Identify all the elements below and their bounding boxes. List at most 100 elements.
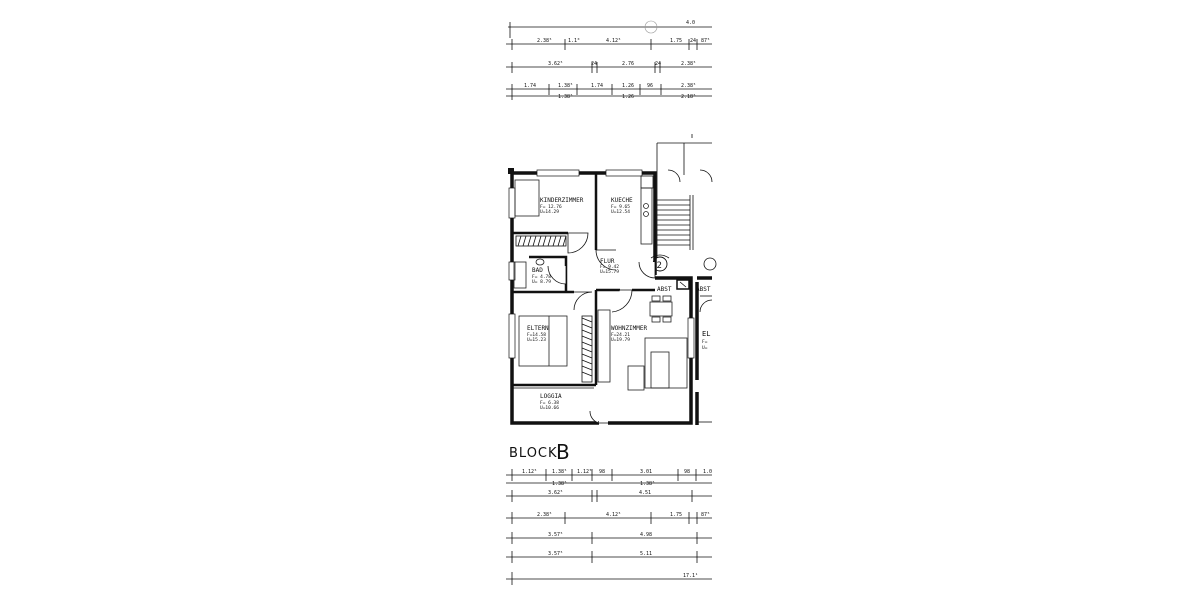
dim-label: 1.38⁵ bbox=[552, 481, 567, 487]
window bbox=[536, 169, 580, 177]
stair-treads bbox=[657, 195, 694, 250]
wardrobe-hatch bbox=[517, 235, 567, 247]
room-name: LOGGIA bbox=[540, 393, 562, 400]
neighbor-room-area: U= bbox=[702, 345, 708, 351]
stair-number: 2 bbox=[657, 261, 662, 271]
door-swing bbox=[699, 169, 713, 183]
wardrobe bbox=[581, 315, 593, 383]
chair bbox=[651, 295, 661, 302]
dim-label: 2.38⁵ bbox=[537, 38, 552, 44]
dim-label: 5.11 bbox=[640, 551, 652, 557]
room-area-u: U= 8.79 bbox=[532, 279, 551, 285]
block-letter: B bbox=[556, 440, 570, 464]
apartment-walls bbox=[508, 168, 695, 425]
room-kinderzimmer: KINDERZIMMER F= 12.76 U=14.29 bbox=[540, 197, 584, 215]
room-area-f: F= 9.65 bbox=[611, 204, 630, 210]
wall-corner bbox=[508, 168, 514, 174]
bathtub bbox=[513, 261, 527, 289]
room-wohnzimmer: WOHNZIMMER F=24.21 U=19.79 bbox=[611, 325, 648, 343]
dim-label: 1.12⁵ bbox=[577, 469, 592, 475]
dim-label: 4.12⁵ bbox=[606, 38, 621, 44]
room-area-u: U=15.23 bbox=[527, 337, 546, 343]
dim-label: 1.75 bbox=[670, 512, 682, 518]
room-area-u: U=14.29 bbox=[540, 209, 559, 215]
room-name: FLUR bbox=[600, 258, 615, 265]
dim-label: 1.26 bbox=[622, 94, 634, 100]
dining-table bbox=[649, 301, 673, 317]
door-swing bbox=[667, 169, 681, 183]
window bbox=[687, 317, 695, 359]
room-area-f: F= 9.42 bbox=[600, 264, 619, 270]
exterior-wall bbox=[512, 171, 657, 275]
block-label: BLOCK bbox=[509, 446, 558, 461]
dim-label: 3.62⁵ bbox=[548, 490, 563, 496]
chair bbox=[662, 295, 672, 302]
abst-label-right: ABST bbox=[696, 286, 711, 293]
room-area-u: U=12.54 bbox=[611, 209, 630, 215]
room-area-f: F= 12.76 bbox=[540, 204, 562, 210]
wardrobe-kinderzimmer bbox=[515, 235, 567, 247]
dim-label: 3.57⁵ bbox=[548, 532, 563, 538]
kitchen-cabinet bbox=[640, 175, 654, 189]
dim-label: 1.74 bbox=[591, 83, 603, 89]
wardrobe-hatch bbox=[581, 317, 593, 377]
room-labels: KINDERZIMMER F= 12.76 U=14.29 KUECHE F= … bbox=[527, 197, 711, 411]
window bbox=[508, 187, 516, 219]
neighbor-stair-circle bbox=[703, 257, 717, 271]
dim-label: 1.26 bbox=[622, 83, 634, 89]
block-title: BLOCK B bbox=[509, 440, 570, 464]
dim-label: 2.76 bbox=[622, 61, 634, 67]
chair bbox=[662, 316, 672, 323]
stair-outline bbox=[656, 143, 685, 258]
dim-label: 98 bbox=[599, 469, 605, 475]
dim-label: 1.38⁵ bbox=[640, 481, 655, 487]
furniture bbox=[513, 179, 688, 391]
wardrobe-eltern bbox=[581, 315, 593, 383]
dim-label: 24 bbox=[690, 38, 696, 44]
dim-label: 24 bbox=[655, 61, 661, 67]
coffee-table bbox=[650, 351, 670, 389]
stove-burner bbox=[643, 211, 649, 217]
dim-label: 87⁵ bbox=[701, 38, 710, 44]
exterior-wall bbox=[510, 173, 599, 425]
dim-label: 4.12⁵ bbox=[606, 512, 621, 518]
dim-label: 2.18⁵ bbox=[681, 94, 696, 100]
door-wohnzimmer bbox=[611, 289, 633, 313]
door-swing bbox=[699, 299, 713, 313]
kitchen-counter bbox=[640, 187, 653, 245]
neighbor-apartment-partial: EL F= U= bbox=[695, 276, 713, 425]
door-kueche bbox=[595, 249, 617, 271]
window bbox=[508, 313, 516, 359]
dim-label: 17.1¹ bbox=[683, 573, 698, 579]
room-name: KUECHE bbox=[611, 197, 633, 204]
dim-label: 1.0 bbox=[703, 469, 712, 475]
dim-label: 96 bbox=[647, 83, 653, 89]
top-dimension-chains: 4.0 2.38⁵ 1.1⁰ 4.12⁵ 1.75 24 87⁵ 3.62⁵ 2… bbox=[506, 20, 712, 100]
door-kinderzimmer bbox=[567, 232, 589, 254]
dim-label: 4.51 bbox=[639, 490, 651, 496]
door-eltern bbox=[573, 291, 593, 311]
room-area-u: U=10.66 bbox=[540, 405, 559, 411]
dim-label: 2.38⁵ bbox=[537, 512, 552, 518]
room-area-u: U=15.79 bbox=[600, 269, 619, 275]
meter-box-mark bbox=[679, 281, 687, 288]
room-loggia: LOGGIA F= 6.38 U=10.66 bbox=[540, 393, 562, 411]
room-eltern: ELTERN F=14.58 U=15.23 bbox=[527, 325, 549, 343]
room-area-f: F= 4.78 bbox=[532, 274, 551, 280]
dim-label: 3.57⁵ bbox=[548, 551, 563, 557]
dim-label: 1.38⁵ bbox=[558, 83, 573, 89]
room-area-f: F=24.21 bbox=[611, 332, 630, 338]
room-name: WOHNZIMMER bbox=[611, 325, 648, 332]
dim-label: 98 bbox=[684, 469, 690, 475]
room-area-f: F= 6.38 bbox=[540, 400, 559, 406]
armchair bbox=[627, 365, 645, 391]
dim-label: 1.38⁵ bbox=[552, 469, 567, 475]
bottom-dimension-chains: 1.12⁵ 1.38⁵ 1.12⁵ 98 3.01 98 1.0 1.38⁵ 1… bbox=[506, 469, 712, 585]
dim-label: 2.38⁵ bbox=[681, 83, 696, 89]
room-area-f: F=14.58 bbox=[527, 332, 546, 338]
room-name: ELTERN bbox=[527, 325, 549, 332]
room-name: BAD bbox=[532, 267, 543, 274]
dim-label: 1.12⁵ bbox=[522, 469, 537, 475]
room-flur: FLUR F= 9.42 U=15.79 bbox=[600, 258, 619, 275]
